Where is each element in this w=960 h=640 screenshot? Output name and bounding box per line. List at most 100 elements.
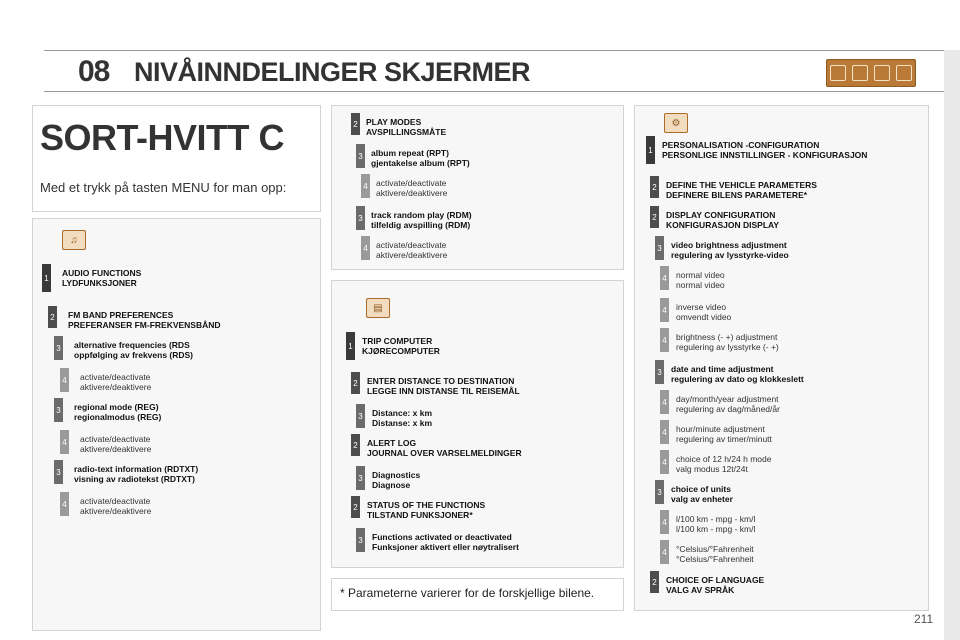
level-badge: 3 xyxy=(356,466,365,490)
menu-item-line: tilfeldig avspilling (RDM) xyxy=(371,220,471,230)
footnote-panel xyxy=(331,578,624,611)
menu-item-line: °Celsius/°Fahrenheit xyxy=(676,544,754,554)
level-badge: 4 xyxy=(660,266,669,290)
level-badge: 4 xyxy=(660,450,669,474)
menu-item-line: visning av radiotekst (RDTXT) xyxy=(74,474,195,484)
menu-item-line: hour/minute adjustment xyxy=(676,424,765,434)
menu-item-text: regional mode (REG)regionalmodus (REG) xyxy=(74,402,161,422)
level-badge: 4 xyxy=(60,492,69,516)
menu-item-text: radio-text information (RDTXT)visning av… xyxy=(74,464,198,484)
audio-icon xyxy=(830,65,846,81)
intro-text: Med et trykk på tasten MENU for man opp: xyxy=(40,180,287,195)
play-modes-panel xyxy=(331,105,624,270)
menu-item-line: Functions activated or deactivated xyxy=(372,532,512,542)
menu-item-line: FM BAND PREFERENCES xyxy=(68,310,174,320)
menu-item-line: LEGGE INN DISTANSE TIL REISEMÅL xyxy=(367,386,520,396)
menu-item-line: aktivere/deaktivere xyxy=(80,382,152,392)
menu-item-line: ALERT LOG xyxy=(367,438,417,448)
level-badge: 3 xyxy=(356,528,365,552)
menu-item-line: VALG AV SPRÅK xyxy=(666,585,735,595)
level-badge: 4 xyxy=(60,368,69,392)
level-badge: 3 xyxy=(655,360,664,384)
level-badge: 2 xyxy=(351,372,360,394)
menu-item-line: TRIP COMPUTER xyxy=(362,336,433,346)
section-icons-strip xyxy=(826,59,916,87)
menu-item-line: activate/deactivate xyxy=(376,178,447,188)
page-title: NIVÅINNDELINGER SKJERMER xyxy=(134,57,531,87)
menu-item-line: regulering av timer/minutt xyxy=(676,434,772,444)
settings-section-icon: ⚙ xyxy=(664,113,688,133)
menu-item-line: °Celsius/°Fahrenheit xyxy=(676,554,754,564)
menu-item-line: KONFIGURASJON DISPLAY xyxy=(666,220,780,230)
menu-item-line: activate/deactivate xyxy=(376,240,447,250)
menu-item-line: AVSPILLINGSMÅTE xyxy=(366,127,447,137)
menu-item-line: track random play (RDM) xyxy=(371,210,472,220)
menu-item-line: regulering av lysstyrke-video xyxy=(671,250,789,260)
level-badge: 4 xyxy=(660,420,669,444)
level-badge: 1 xyxy=(42,264,51,292)
menu-item-line: PERSONLIGE INNSTILLINGER - KONFIGURASJON xyxy=(662,150,868,160)
page-edge-rail xyxy=(944,50,960,640)
level-badge: 3 xyxy=(54,460,63,484)
level-badge: 4 xyxy=(361,236,370,260)
menu-item-line: gjentakelse album (RPT) xyxy=(371,158,470,168)
menu-item-text: °Celsius/°Fahrenheit°Celsius/°Fahrenheit xyxy=(676,544,754,564)
menu-item-line: omvendt video xyxy=(676,312,732,322)
settings-icon xyxy=(874,65,890,81)
menu-item-line: video brightness adjustment xyxy=(671,240,787,250)
audio-section-icon: ♫ xyxy=(62,230,86,250)
level-badge: 4 xyxy=(660,390,669,414)
menu-item-line: inverse video xyxy=(676,302,727,312)
menu-item-line: AUDIO FUNCTIONS xyxy=(62,268,142,278)
personalisation-panel xyxy=(634,105,929,611)
trip-section-icon: ▤ xyxy=(366,298,390,318)
audio-panel xyxy=(32,218,321,631)
menu-item-line: normal video xyxy=(676,280,725,290)
menu-item-line: day/month/year adjustment xyxy=(676,394,779,404)
footnote: * Parameterne varierer for de forskjelli… xyxy=(340,586,595,600)
display-title: SORT-HVITT C xyxy=(40,117,285,158)
header-bar xyxy=(44,50,960,92)
intro-panel xyxy=(32,105,321,212)
menu-item-line: JOURNAL OVER VARSELMELDINGER xyxy=(367,448,522,458)
level-badge: 2 xyxy=(351,496,360,518)
level-badge: 2 xyxy=(351,434,360,456)
level-badge: 4 xyxy=(60,430,69,454)
level-badge: 3 xyxy=(655,236,664,260)
level-badge: 2 xyxy=(650,571,659,593)
menu-item-line: TILSTAND FUNKSJONER* xyxy=(367,510,473,520)
menu-item-line: aktivere/deaktivere xyxy=(80,506,152,516)
menu-item-line: regulering av dato og klokkeslett xyxy=(671,374,804,384)
level-badge: 3 xyxy=(54,398,63,422)
menu-item-line: alternative frequencies (RDS xyxy=(74,340,190,350)
menu-item-line: PREFERANSER FM-FREKVENSBÅND xyxy=(68,320,221,330)
menu-item-line: KJØRECOMPUTER xyxy=(362,346,440,356)
trip-computer-panel xyxy=(331,280,624,568)
menu-item-line: Distanse: x km xyxy=(372,418,432,428)
menu-item-line: l/100 km - mpg - km/l xyxy=(676,524,756,534)
chapter-number: 08 xyxy=(78,55,110,88)
menu-item-line: aktivere/deaktivere xyxy=(376,250,448,260)
level-badge: 2 xyxy=(351,113,360,135)
menu-item-line: radio-text information (RDTXT) xyxy=(74,464,199,474)
